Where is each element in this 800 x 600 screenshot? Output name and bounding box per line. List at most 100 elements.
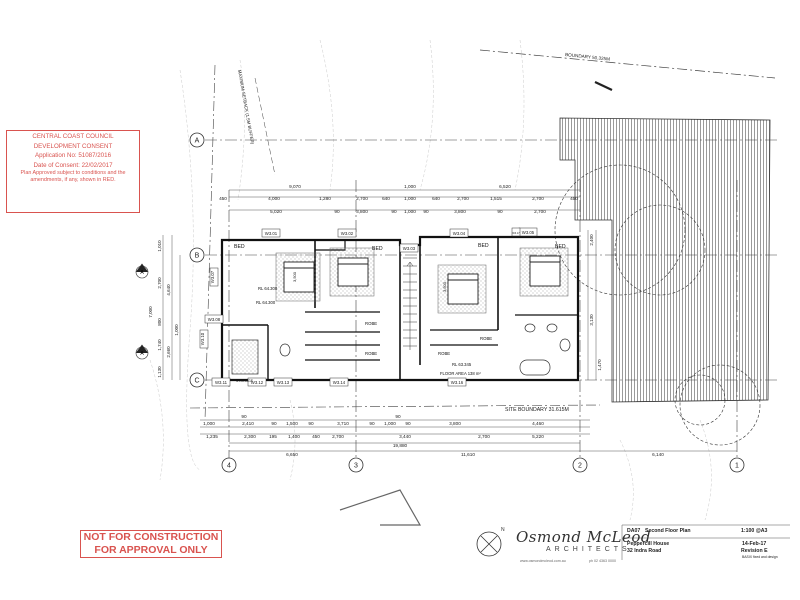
- project-name: Peppercill House: [627, 541, 670, 547]
- bottom-dim-3-9: 5,220: [532, 434, 544, 439]
- top-dim-2-10: 2,700: [532, 196, 544, 201]
- rug-dim-1: 3,500: [292, 271, 297, 282]
- room-label-bed-4: BED: [555, 244, 566, 250]
- top-dim-2-4: 2,700: [356, 196, 368, 201]
- right-dim-3: 1,470: [597, 359, 602, 371]
- drawing-note: BASIX fixed and design: [742, 555, 778, 559]
- bottom-dim-5-2: 11,610: [461, 452, 475, 457]
- robe-label-1: ROBE: [365, 321, 377, 326]
- bottom-dim-2-8: 1,000: [384, 421, 396, 426]
- window-tag-w308: W3.08: [208, 317, 221, 322]
- window-tag-w310: W3.10: [200, 332, 205, 345]
- firm-contact: www.osmondmcleod.com.au ph 02 4363 0000: [520, 559, 616, 563]
- right-dim-1: 2,400: [589, 234, 594, 246]
- bottom-dim-3-3: 195: [269, 434, 277, 439]
- bottom-dim-3-6: 2,700: [332, 434, 344, 439]
- grid-label-2: 2: [578, 463, 582, 470]
- stamp-date: Date of Consent: 22/02/2017: [33, 161, 113, 169]
- rl-level-2: RL 64.300: [256, 300, 276, 305]
- top-dim-1-3: 6,520: [499, 184, 511, 189]
- left-dim-b-3: 1,000: [174, 324, 179, 336]
- bottom-dim-2-1: 1,000: [203, 421, 215, 426]
- room-label-bed-2: BED: [372, 246, 383, 252]
- drawing-title: Second Floor Plan: [645, 528, 691, 534]
- window-tag-w302: W3.02: [341, 231, 354, 236]
- bottom-dim-3-1: 1,235: [206, 434, 218, 439]
- top-dim-2-2: 4,000: [268, 196, 280, 201]
- rl-level-3: RL 63.345: [452, 362, 472, 367]
- top-dim-1-1: 9,070: [289, 184, 301, 189]
- bottom-dim-3-8: 2,700: [478, 434, 490, 439]
- window-tag-w304: W3.04: [453, 231, 466, 236]
- stamp-consent: DEVELOPMENT CONSENT: [33, 142, 113, 150]
- bottom-dim-3-4: 1,400: [288, 434, 300, 439]
- section-marker-a-2: A: [140, 351, 144, 357]
- section-marker-a-1: A: [140, 270, 144, 276]
- top-dim-2-7: 640: [432, 196, 440, 201]
- room-label-bed-1: BED: [234, 244, 245, 250]
- top-dim-3-9: 2,700: [534, 209, 546, 214]
- bottom-dim-2-10: 3,800: [449, 421, 461, 426]
- drawing-number: DA07: [627, 528, 641, 534]
- bottom-dim-3-7: 3,440: [399, 434, 411, 439]
- window-tag-w312: W3.12: [251, 380, 264, 385]
- not-for-construction-notice: NOT FOR CONSTRUCTION FOR APPROVAL ONLY: [80, 530, 222, 558]
- neighbour-building-hatch: [559, 117, 771, 403]
- bottom-dim-2-4: 1,500: [286, 421, 298, 426]
- top-dim-2-8: 2,700: [457, 196, 469, 201]
- storage-label: STORAGE: [236, 379, 254, 383]
- top-dim-3-4: 90: [391, 209, 397, 214]
- window-tag-w305: W3.05: [522, 230, 535, 235]
- top-dim-2-9: 1,515: [490, 196, 502, 201]
- window-tag-w316: W3.16: [451, 380, 464, 385]
- stamp-note: Plan Approved subject to conditions and …: [20, 170, 126, 184]
- top-dim-2-11: 450: [570, 196, 578, 201]
- firm-phone: ph 02 4363 0000: [589, 559, 616, 563]
- bottom-dim-5-1: 6,650: [286, 452, 298, 457]
- window-tag-w303: W3.03: [403, 246, 416, 251]
- robe-label-2: ROBE: [365, 351, 377, 356]
- bottom-dim-2-9: 90: [405, 421, 411, 426]
- bottom-dim-2-3: 90: [271, 421, 277, 426]
- notice-line-1: NOT FOR CONSTRUCTION: [83, 531, 219, 543]
- boundary-top-label: BOUNDARY 50.325M: [565, 52, 610, 62]
- project-address: 32 Indra Road: [627, 548, 662, 554]
- council-consent-stamp: CENTRAL COAST COUNCIL DEVELOPMENT CONSEN…: [6, 130, 140, 213]
- rug-dim-2: 3,500: [442, 281, 447, 292]
- top-dim-2-5: 640: [382, 196, 390, 201]
- contour-lines: [149, 39, 712, 521]
- drawing-date: 14-Feb-17: [742, 541, 767, 547]
- window-tag-w317: W3.17: [512, 232, 520, 235]
- bottom-dim-2-11: 4,460: [532, 421, 544, 426]
- top-dim-3-5: 1,000: [404, 209, 416, 214]
- notice-line-2: FOR APPROVAL ONLY: [94, 543, 208, 556]
- room-label-bed-3: BED: [478, 243, 489, 249]
- north-arrow-icon: [476, 531, 502, 557]
- window-tags: [199, 227, 538, 387]
- window-tag-w311: W3.11: [215, 380, 228, 385]
- north-label: N: [501, 527, 505, 533]
- left-dim-b-4: 1,740: [157, 339, 162, 351]
- top-dim-3-1: 5,020: [270, 209, 282, 214]
- firm-name: Osmond McLeod: [516, 528, 652, 546]
- grid-label-1: 1: [735, 463, 739, 470]
- left-dim-b-1: 7,000: [148, 306, 153, 318]
- floor-area-label: FLOOR AREA 138 m²: [440, 371, 481, 376]
- stamp-application: Application No: 51087/2016: [34, 152, 112, 160]
- robe-label-4: ROBE: [438, 351, 450, 356]
- site-boundary-lines: [189, 49, 776, 526]
- firm-sub: ARCHITECTS: [546, 546, 631, 553]
- bottom-dim-2-7: 90: [369, 421, 375, 426]
- bathroom-fixtures: [231, 323, 571, 376]
- grid-label-c: C: [194, 378, 199, 385]
- firm-web: www.osmondmcleod.com.au: [520, 559, 566, 563]
- window-tag-w301: W3.01: [265, 231, 278, 236]
- grid-bubbles: [189, 132, 745, 473]
- drawing-revision: Revision E: [741, 548, 768, 554]
- setback-label: MAXIMUM SETBACK (1.5M BUFFER): [237, 69, 255, 145]
- dimension-lines: [162, 189, 737, 452]
- bottom-dim-2-6: 3,710: [337, 421, 349, 426]
- top-dim-2-6: 1,000: [404, 196, 416, 201]
- top-dim-3-8: 90: [497, 209, 503, 214]
